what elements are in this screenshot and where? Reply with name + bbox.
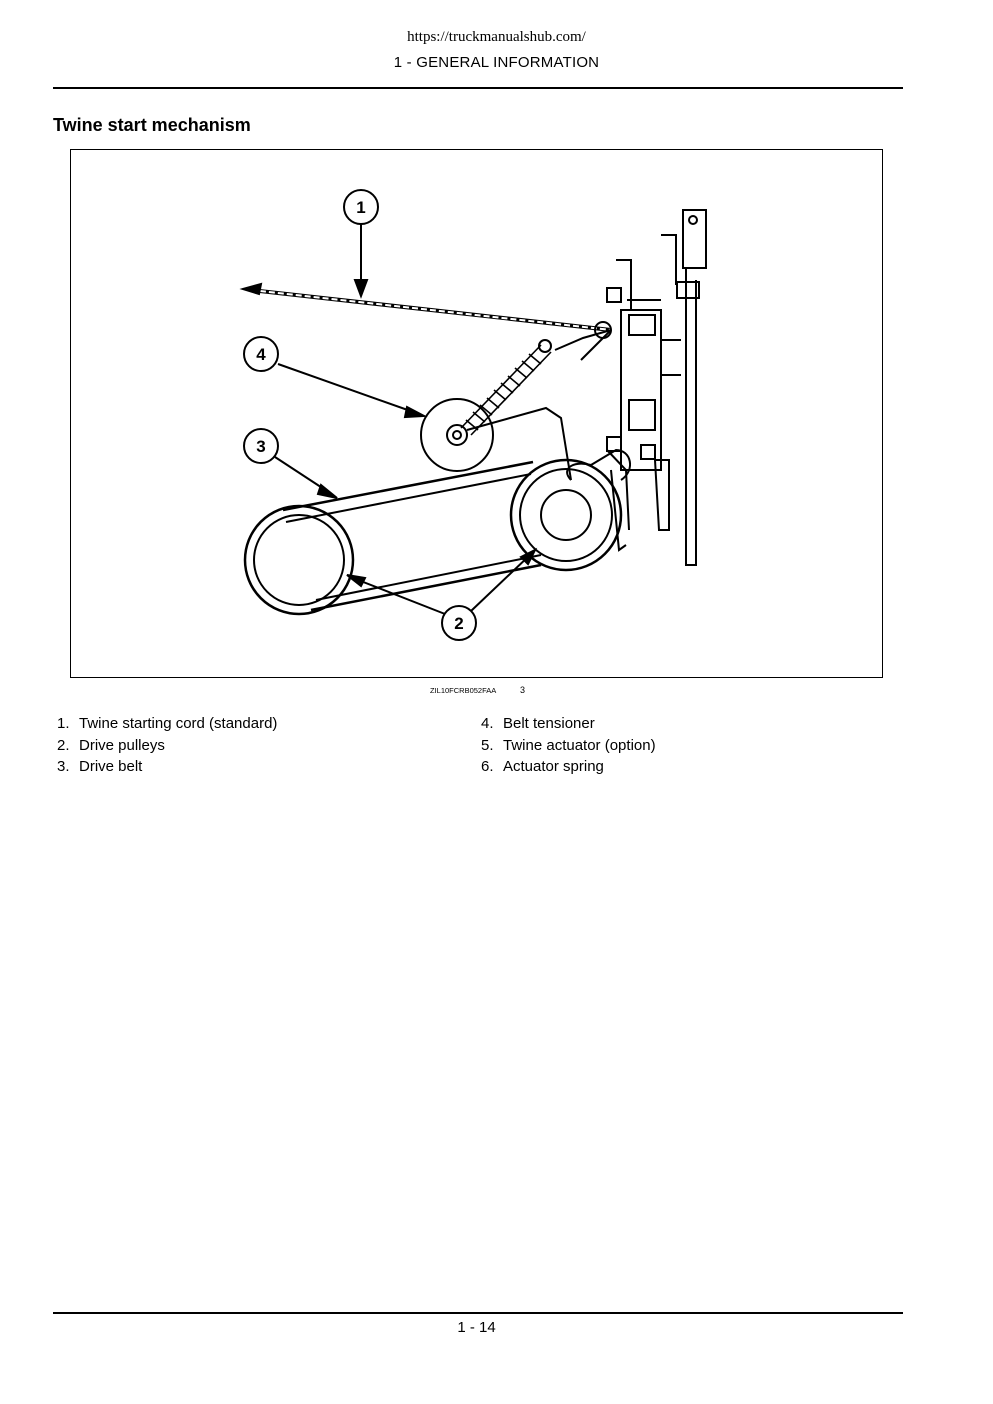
legend-number: 3. <box>57 758 70 775</box>
legend-left: 1. Twine starting cord (standard) 2. Drive… <box>57 713 277 778</box>
legend-item: 2. Drive pulleys <box>57 735 277 757</box>
legend-number: 2. <box>57 736 70 754</box>
legend-text: Actuator spring <box>503 758 604 775</box>
legend-number: 4. <box>481 715 494 732</box>
legend-item: 1. Twine starting cord (standard) <box>57 713 277 735</box>
callout-2: 2 <box>454 614 463 633</box>
legend-right: 4. Belt tensioner 5. Twine actuator (optio… <box>481 713 656 778</box>
callout-4: 4 <box>256 345 266 364</box>
legend-text: Twine starting cord (standard) <box>79 715 278 732</box>
legend-item: 3. Drive belt <box>57 756 277 778</box>
source-url: https://truckmanualshub.com/ <box>407 29 586 45</box>
figure-id: ZIL10FCRB052FAA <box>430 686 497 695</box>
legend-text: Belt tensioner <box>503 715 595 732</box>
legend-number: 6. <box>481 758 494 775</box>
page-number: 1 - 14 <box>457 1319 496 1336</box>
legend-number: 1. <box>57 715 70 732</box>
header-rule <box>53 87 903 89</box>
legend-item: 6. Actuator spring <box>481 756 656 778</box>
callout-1: 1 <box>356 198 365 217</box>
legend-text: Twine actuator (option) <box>503 736 656 754</box>
legend-text: Drive pulleys <box>79 736 165 754</box>
legend-item: 4. Belt tensioner <box>481 713 656 735</box>
legend-text: Drive belt <box>79 758 143 775</box>
section-title: 1 - GENERAL INFORMATION <box>393 54 600 71</box>
mechanism-figure: 1 2 3 4 <box>70 149 883 678</box>
mechanism-drawing: 1 2 3 4 <box>239 189 707 641</box>
page-heading: Twine start mechanism <box>53 115 251 135</box>
legend-item: 5. Twine actuator (option) <box>481 735 656 757</box>
figure-number: 3 <box>520 685 526 695</box>
callout-3: 3 <box>256 437 265 456</box>
footer-rule <box>53 1312 903 1314</box>
legend-number: 5. <box>481 736 494 754</box>
